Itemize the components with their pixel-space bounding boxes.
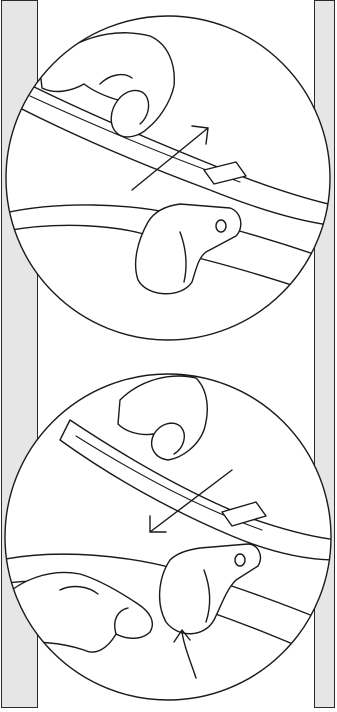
step-2-illustration	[0, 374, 337, 700]
clip-2-screw-hole	[235, 554, 245, 566]
step-1-illustration	[0, 16, 337, 340]
clip-screw-hole	[216, 220, 226, 232]
